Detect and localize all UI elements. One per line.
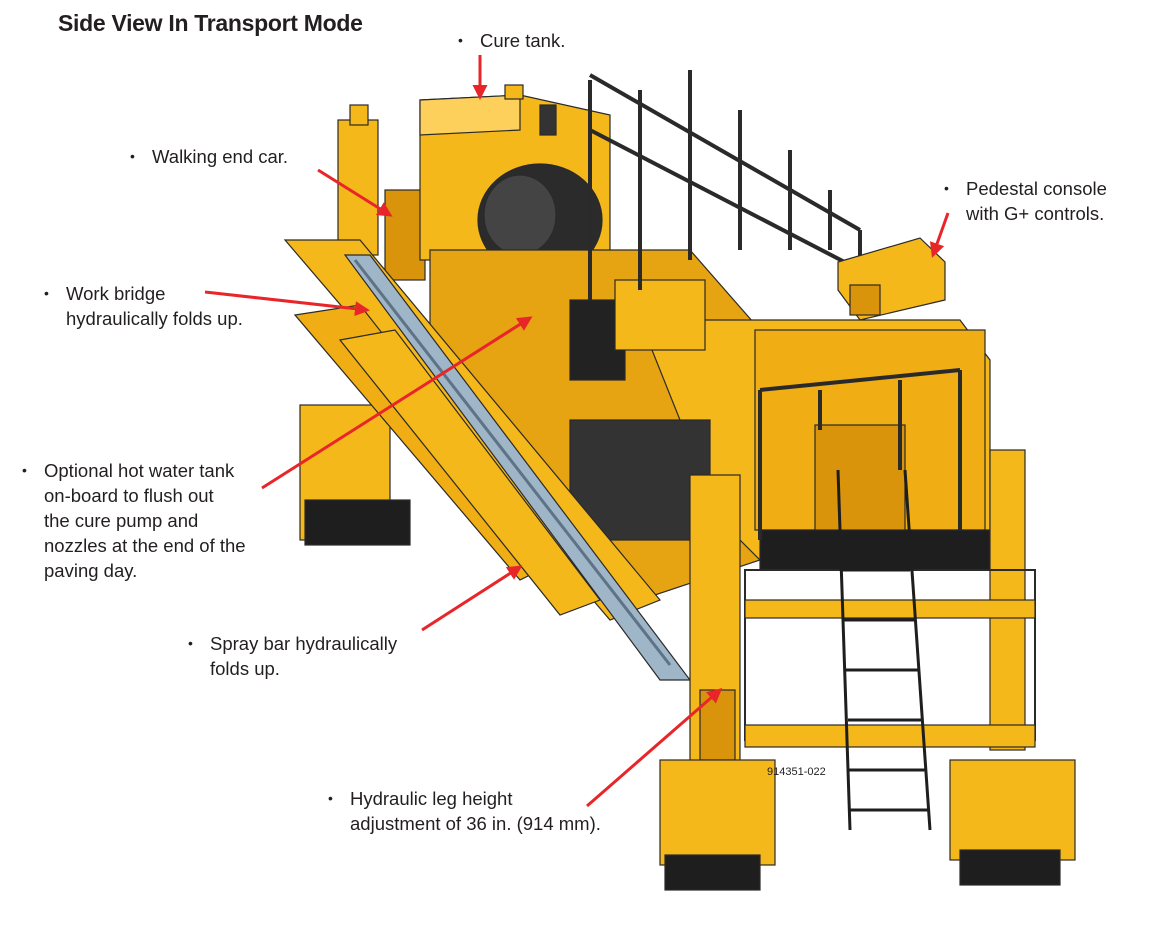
deck-railings: [588, 70, 962, 540]
drawing-number: 914351-022: [767, 766, 826, 778]
callout-line: nozzles at the end of the: [44, 535, 246, 556]
rear-end-car: [299, 104, 426, 546]
callout-line: folds up.: [210, 658, 280, 679]
arrow-hot-water-tank: [261, 316, 533, 490]
front-leg: [689, 449, 1036, 776]
callout-line: Hydraulic leg height: [350, 788, 513, 809]
access-ladder: [836, 469, 932, 831]
arrow-walking-end-car: [317, 168, 393, 217]
callout-line: Work bridge: [66, 283, 166, 304]
pedestal-console: [837, 237, 946, 321]
work-bridge: [283, 239, 692, 681]
callout-line: Walking end car.: [152, 146, 289, 167]
callout-line: Optional hot water tank: [44, 460, 235, 481]
callout-line: paving day.: [44, 560, 138, 581]
arrow-leg-height: [586, 688, 723, 808]
callout-line: the cure pump and: [44, 510, 199, 531]
callout-line: on-board to flush out: [44, 485, 214, 506]
front-tracks: [659, 759, 1076, 891]
arrow-spray-bar: [421, 565, 523, 632]
callout-line: with G+ controls.: [966, 203, 1105, 224]
cure-tank: [419, 84, 611, 277]
callout-cure-tank: •Cure tank.: [458, 30, 566, 51]
diagram-title: Side View In Transport Mode: [58, 10, 363, 36]
arrow-pedestal-console: [929, 212, 950, 258]
callout-line: adjustment of 36 in. (914 mm).: [350, 813, 601, 834]
callout-line: Pedestal console: [966, 178, 1107, 199]
callout-line: hydraulically folds up.: [66, 308, 243, 329]
callout-line: Cure tank.: [480, 30, 566, 51]
arrow-work-bridge: [204, 290, 370, 317]
callout-line: Spray bar hydraulically: [210, 633, 398, 654]
callout-walking-end-car: •Walking end car.: [130, 146, 289, 167]
callout-arrows: [204, 55, 950, 808]
